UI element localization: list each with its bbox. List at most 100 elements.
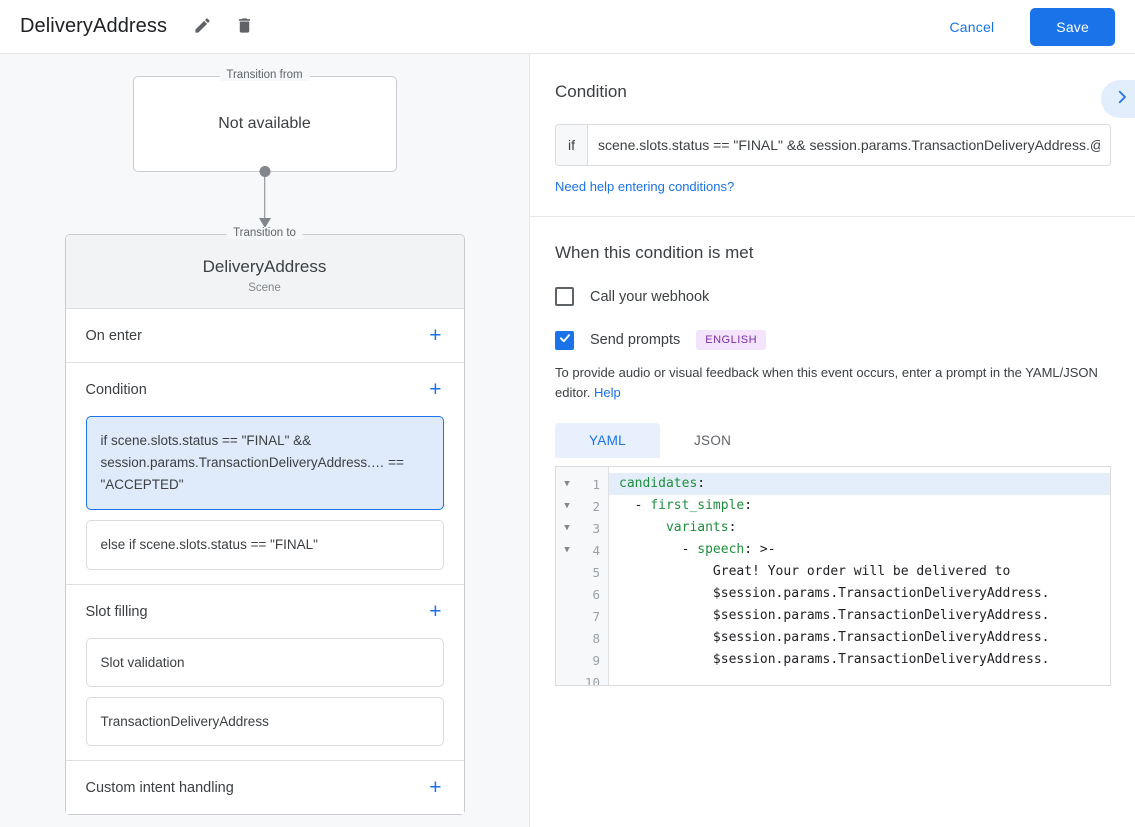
line-number: 8: [592, 630, 600, 646]
section-condition-header[interactable]: Condition +: [66, 363, 464, 416]
line-number: 7: [592, 608, 600, 624]
transition-to-legend: Transition to: [226, 227, 303, 239]
editor-code-line: [609, 671, 1110, 685]
editor-line-number: 9: [556, 649, 608, 671]
prompts-description: To provide audio or visual feedback when…: [555, 363, 1111, 403]
editor-code-line: $session.params.TransactionDeliveryAddre…: [712, 652, 1050, 668]
editor-format-tabs: YAML JSON: [555, 423, 1111, 459]
section-divider: [530, 216, 1135, 217]
condition-help-link[interactable]: Need help entering conditions?: [555, 179, 735, 194]
left-panel-content: Transition from Not available Transition…: [0, 69, 529, 827]
call-webhook-checkbox[interactable]: [555, 287, 574, 306]
chevron-right-icon: [1113, 88, 1131, 111]
connector-line: [263, 172, 266, 224]
add-condition-icon[interactable]: +: [429, 378, 442, 401]
webhook-row: Call your webhook: [555, 287, 1111, 306]
save-button[interactable]: Save: [1030, 7, 1115, 46]
editor-line-number: ▼4: [556, 539, 608, 561]
condition-editor-block: Condition if Need help entering conditio…: [530, 54, 1135, 216]
page-title: DeliveryAddress: [20, 15, 168, 37]
editor-line-number: 10: [556, 671, 608, 686]
add-slot-icon[interactable]: +: [429, 600, 442, 623]
section-custom-intent-handling: Custom intent handling +: [65, 761, 464, 814]
line-number: 2: [592, 498, 600, 514]
cancel-button[interactable]: Cancel: [934, 11, 1011, 43]
section-slot-filling: Slot filling + Slot validation Transacti…: [65, 585, 464, 761]
panel-divider: [529, 54, 530, 827]
editor-line-number: 7: [556, 605, 608, 627]
editor-line-number: ▼2: [556, 495, 608, 517]
connector-dot: [259, 166, 270, 177]
editor-line-number: ▼1: [556, 473, 608, 495]
editor-code-line: - first_simple:: [619, 498, 753, 514]
section-condition-title: Condition: [85, 381, 147, 398]
transition-from-card: Transition from Not available: [132, 69, 397, 172]
editor-line-number: 6: [556, 583, 608, 605]
send-prompts-label[interactable]: Send prompts: [590, 332, 681, 348]
editor-code-area[interactable]: candidates: - first_simple: variants: - …: [609, 467, 1110, 685]
transition-to-card: Transition to DeliveryAddress Scene On e…: [64, 227, 465, 815]
editor-line-number: ▼3: [556, 517, 608, 539]
send-prompts-checkbox[interactable]: [555, 330, 574, 350]
editor-line-number: 5: [556, 561, 608, 583]
section-on-enter: On enter +: [65, 309, 464, 363]
line-number: 4: [592, 542, 600, 558]
section-on-enter-header[interactable]: On enter +: [66, 309, 464, 362]
line-number: 1: [592, 476, 600, 492]
editor-code-line: $session.params.TransactionDeliveryAddre…: [712, 586, 1050, 602]
send-prompts-row: Send prompts ENGLISH: [555, 330, 1111, 350]
condition-list: if scene.slots.status == "FINAL" && sess…: [66, 416, 464, 584]
line-number: 10: [584, 674, 600, 687]
list-item[interactable]: Slot validation: [85, 638, 444, 687]
condition-input[interactable]: [588, 125, 1110, 165]
editor-code-line: variants:: [665, 520, 737, 536]
section-slot-filling-title: Slot filling: [85, 603, 148, 620]
condition-list-item[interactable]: else if scene.slots.status == "FINAL": [85, 520, 444, 570]
section-custom-intent-header[interactable]: Custom intent handling +: [66, 761, 464, 814]
prompts-description-text: To provide audio or visual feedback when…: [555, 365, 1098, 401]
tab-yaml[interactable]: YAML: [555, 423, 660, 459]
section-condition: Condition + if scene.slots.status == "FI…: [65, 363, 464, 585]
language-badge: ENGLISH: [696, 330, 767, 350]
when-met-heading: When this condition is met: [555, 243, 754, 262]
line-number: 5: [592, 564, 600, 580]
condition-heading: Condition: [555, 82, 627, 101]
scene-type: Scene: [248, 282, 281, 294]
add-custom-intent-icon[interactable]: +: [429, 776, 442, 799]
fold-arrow-icon[interactable]: ▼: [564, 545, 570, 556]
checkmark-icon: [558, 331, 572, 350]
fold-arrow-icon[interactable]: ▼: [564, 501, 570, 512]
list-item[interactable]: TransactionDeliveryAddress: [85, 697, 444, 746]
connector-arrow-icon: [258, 218, 271, 228]
line-number: 9: [592, 652, 600, 668]
transition-to-header: DeliveryAddress Scene: [65, 235, 464, 309]
editor-code-line: - speech: >-: [619, 542, 776, 558]
edit-name-button[interactable]: [185, 10, 219, 44]
transition-connector: [133, 166, 397, 234]
editor-line-number: 8: [556, 627, 608, 649]
condition-list-item[interactable]: if scene.slots.status == "FINAL" && sess…: [85, 416, 444, 510]
transition-from-value: Not available: [218, 115, 311, 132]
section-custom-intent-title: Custom intent handling: [85, 779, 234, 796]
when-condition-met-block: When this condition is met Call your web…: [530, 217, 1135, 687]
call-webhook-label[interactable]: Call your webhook: [590, 288, 710, 305]
right-panel: Condition if Need help entering conditio…: [530, 54, 1135, 827]
if-label: if: [556, 125, 588, 165]
add-on-enter-icon[interactable]: +: [429, 324, 442, 347]
transition-from-legend: Transition from: [219, 69, 310, 81]
delete-button[interactable]: [227, 10, 261, 44]
section-slot-filling-header[interactable]: Slot filling +: [66, 585, 464, 638]
left-panel[interactable]: Transition from Not available Transition…: [0, 54, 529, 827]
pencil-icon: [193, 16, 212, 38]
expand-panel-button[interactable]: [1101, 80, 1135, 118]
fold-arrow-icon[interactable]: ▼: [564, 479, 570, 490]
scene-name: DeliveryAddress: [202, 257, 327, 276]
condition-input-row: if: [555, 124, 1111, 166]
fold-arrow-icon[interactable]: ▼: [564, 523, 570, 534]
help-link[interactable]: Help: [594, 385, 621, 401]
tab-json[interactable]: JSON: [693, 433, 732, 449]
trash-icon: [235, 16, 254, 38]
